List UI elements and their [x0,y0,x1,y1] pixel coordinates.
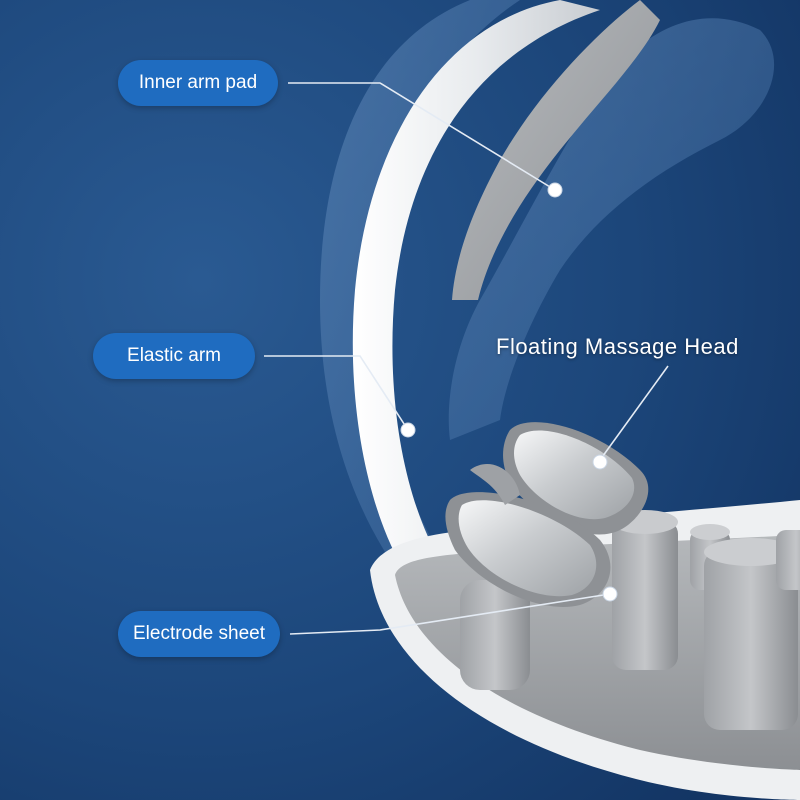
floating-massage-head-label: Floating Massage Head [496,334,739,359]
ghost-arm-inner [448,18,775,440]
callout-dot-elastic-arm [400,422,416,438]
callout-dot-electrode-sheet [602,586,618,602]
leader-line-elastic-arm [264,355,409,431]
inner-arm-pad-shape [452,0,660,300]
leader-lines [264,82,669,635]
massage-nubs [460,510,800,730]
inner-arm-pad-label: Inner arm pad [118,60,278,106]
callout-dot-floating-massage-head [592,454,608,470]
elastic-arm-shape [352,0,600,580]
callout-dot-inner-arm-pad [547,182,563,198]
leader-line-electrode-sheet [289,593,611,635]
elastic-arm-label: Elastic arm [93,333,255,379]
callout-dots [400,182,618,602]
leader-line-inner-arm-pad [288,82,556,191]
electrode-sheet-label: Electrode sheet [118,611,280,657]
massage-heads [445,422,649,607]
leader-line-floating-massage-head [599,365,669,461]
